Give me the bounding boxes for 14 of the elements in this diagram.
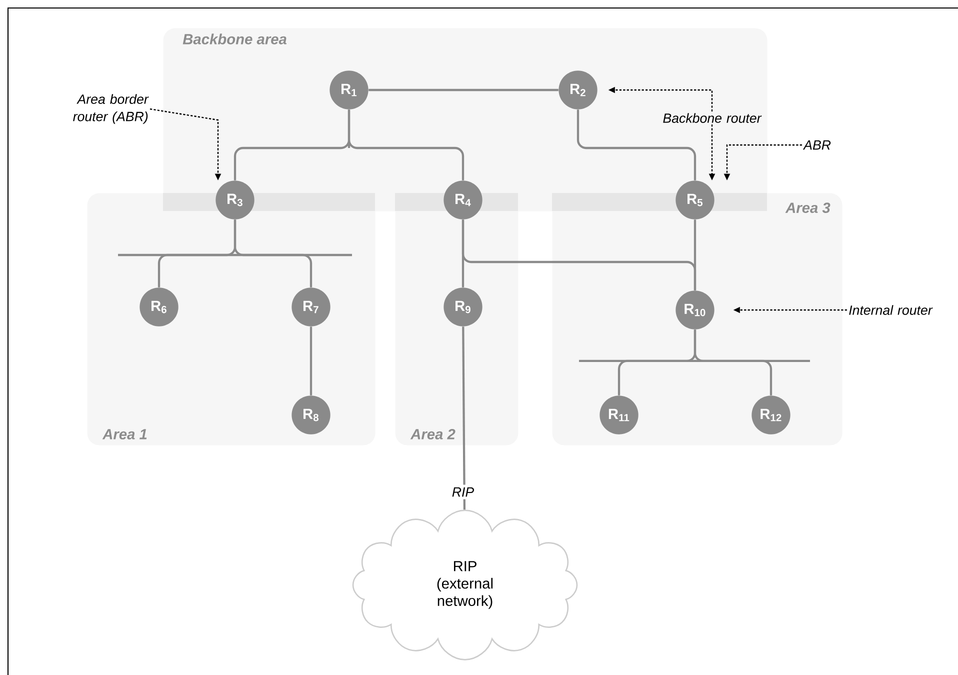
network-link [368, 88, 558, 92]
network-link [576, 110, 696, 180]
edge-label: RIP [449, 484, 477, 500]
network-link [348, 110, 464, 180]
annotation-text: ABR [802, 140, 831, 150]
network-link [694, 220, 696, 290]
network-link [310, 326, 312, 396]
network-cloud: RIP (external network) [352, 510, 578, 660]
annotation-text: Internal router [849, 305, 933, 315]
network-link [234, 220, 312, 288]
annotation-text: Backbone router [663, 113, 762, 123]
annotation-text: Area border router (ABR) [73, 94, 149, 124]
network-link [694, 330, 772, 396]
network-link [462, 326, 466, 510]
